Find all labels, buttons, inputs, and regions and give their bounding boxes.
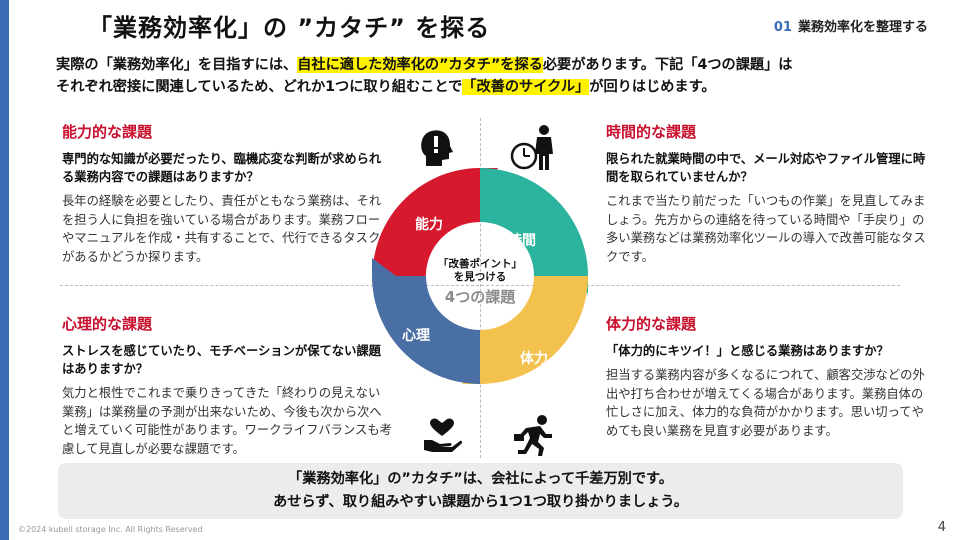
quadrant-body: これまで当たり前だった「いつもの作業」を見直してみましょう。先方からの連絡を待っ…: [606, 194, 926, 264]
quadrant-title: 能力的な課題: [62, 123, 153, 141]
quadrant-mental: 心理的な課題 ストレスを感じていたり、モチベーションが保てない課題はありますか？…: [62, 313, 392, 458]
section-name: 業務効率化を整理する: [797, 20, 928, 35]
copyright: ©2024 kubell storage Inc. All Rights Res…: [18, 525, 203, 534]
intro-highlight-2: 「改善のサイクル」: [462, 79, 590, 95]
intro-line2-b: が回りはじめます。: [589, 79, 716, 95]
quadrant-body: 長年の経験を必要としたり、責任がともなう業務は、それを担う人に負担を強いている場…: [62, 194, 382, 264]
quadrant-body: 気力と根性でこれまで乗りきってきた「終わりの見えない業務」は業務量の予測が出来な…: [62, 386, 392, 456]
cycle-label-ability: 能力: [415, 217, 443, 233]
center-line2: を見つける: [453, 271, 507, 283]
quadrant-physical: 体力的な課題 「体力的にキツイ！」と感じる業務はありますか？ 担当する業務内容が…: [606, 313, 931, 440]
intro-line2-a: それぞれ密接に関連しているため、どれか1つに取り組むことで: [56, 79, 463, 95]
vertical-divider: [480, 118, 481, 458]
summary-line1: 「業務効率化」の”カタチ”は、会社によって千差万別です。: [288, 471, 673, 487]
left-accent-bar: [0, 0, 9, 540]
quadrant-ability: 能力的な課題 専門的な知識が必要だったり、臨機応変な判断が求められる業務内容での…: [62, 121, 392, 266]
cycle-label-physical: 体力: [520, 351, 548, 367]
quadrant-lead: 限られた就業時間の中で、メール対応やファイル管理に時間を取られていませんか？: [606, 152, 926, 184]
heart-hand-icon: [424, 418, 462, 452]
quadrant-title: 時間的な課題: [606, 123, 697, 141]
quadrant-lead: 専門的な知識が必要だったり、臨機応変な判断が求められる業務内容での課題はあります…: [62, 152, 382, 184]
summary-box: 「業務効率化」の”カタチ”は、会社によって千差万別です。 あせらず、取り組みやす…: [58, 463, 903, 519]
cycle-center: 「改善ポイント」 を見つける 4つの課題: [420, 258, 540, 307]
quadrant-lead: ストレスを感じていたり、モチベーションが保てない課題はありますか？: [62, 344, 381, 376]
clock-person-icon: [510, 125, 553, 170]
cycle-label-mental: 心理: [402, 328, 430, 344]
summary-line2: あせらず、取り組みやすい課題から1つ1つ取り掛かりましょう。: [273, 494, 688, 510]
quadrant-time: 時間的な課題 限られた就業時間の中で、メール対応やファイル管理に時間を取られてい…: [606, 121, 931, 266]
section-label: 01 業務効率化を整理する: [774, 16, 928, 35]
cycle-segment-time: [480, 168, 588, 294]
page-title: 「業務効率化」の ”カタチ” を探る: [88, 14, 491, 42]
quadrant-body: 担当する業務内容が多くなるにつれて、顧客交渉などの外出や打ち合わせが増えてくる場…: [606, 368, 925, 438]
quadrant-title: 体力的な課題: [606, 315, 697, 333]
intro-line1-a: 実際の「業務効率化」を目指すには、: [56, 57, 298, 73]
cycle-label-time: 時間: [508, 233, 536, 249]
section-number: 01: [773, 20, 792, 35]
improvement-cycle: [372, 168, 588, 384]
center-main: 4つの課題: [444, 288, 516, 306]
cycle-segment-ability: [372, 168, 498, 294]
intro-text: 実際の「業務効率化」を目指すには、自社に適した効率化の”カタチ”を探る必要があり…: [56, 54, 916, 98]
running-person-icon: [514, 415, 552, 456]
intro-line1-b: 必要があります。下記「4つの課題」は: [542, 57, 793, 73]
quadrant-title: 心理的な課題: [62, 315, 153, 333]
intro-highlight-1: 自社に適した効率化の”カタチ”を探る: [297, 57, 543, 73]
page-number: 4: [937, 520, 946, 535]
cycle-segment-physical: [462, 276, 588, 384]
cycle-segment-mental: [372, 258, 480, 384]
head-exclamation-icon: [421, 130, 453, 166]
quadrant-lead: 「体力的にキツイ！」と感じる業務はありますか？: [606, 344, 889, 358]
center-line1: 「改善ポイント」: [438, 258, 522, 270]
